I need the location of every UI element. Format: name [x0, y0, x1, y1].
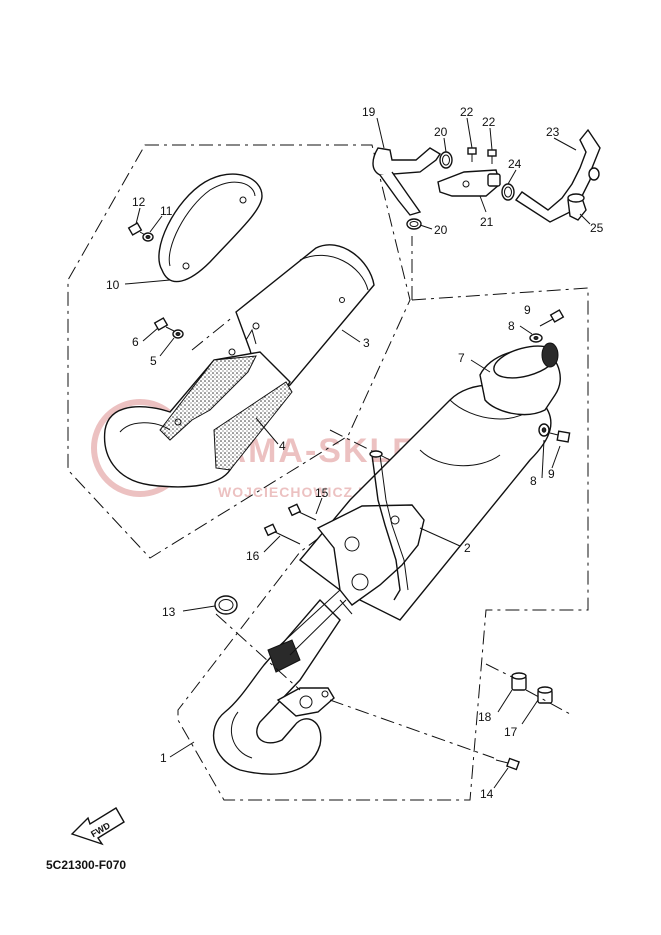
leader-lines	[124, 117, 591, 789]
part-22-screw-b[interactable]	[487, 149, 497, 164]
part-9-bolt-upper[interactable]	[539, 309, 565, 327]
part-12-bolt[interactable]	[127, 222, 148, 237]
part-23-pipe[interactable]	[514, 128, 601, 223]
part-10-cover[interactable]	[158, 173, 263, 283]
callout-13: 13	[162, 605, 176, 619]
part-18-collar[interactable]	[511, 672, 527, 691]
callout-18: 18	[478, 710, 492, 724]
callout-1: 1	[160, 751, 167, 765]
part-6-bolt[interactable]	[153, 317, 175, 332]
callout-9-upper: 9	[524, 303, 531, 317]
breather-pipe-inner	[379, 454, 409, 591]
muffler-group-outline	[177, 287, 589, 801]
callout-14: 14	[480, 787, 494, 801]
part-24-clamp[interactable]	[501, 183, 515, 201]
callout-22-a: 22	[460, 105, 474, 119]
callout-9-lower: 9	[548, 467, 555, 481]
callout-23: 23	[546, 125, 560, 139]
diagram-code: 5C21300-F070	[46, 858, 127, 872]
muffler-bracket[interactable]	[316, 504, 425, 615]
part-21-reed-valve[interactable]	[437, 169, 501, 197]
part-9-bolt-lower[interactable]	[549, 430, 571, 443]
callout-8-upper: 8	[508, 319, 515, 333]
part-17-collar[interactable]	[537, 686, 553, 704]
callout-3: 3	[363, 336, 370, 350]
part-4-protector-inner[interactable]	[103, 348, 293, 488]
breather-pipe-end	[369, 450, 383, 458]
part-22-screw-a[interactable]	[467, 147, 477, 162]
exhaust-flange[interactable]	[276, 687, 335, 717]
part-8-washer-lower[interactable]	[538, 423, 550, 437]
part-2-muffler[interactable]	[298, 384, 552, 621]
callout-24: 24	[508, 157, 522, 171]
breather-pipe	[371, 454, 401, 601]
callout-5: 5	[150, 354, 157, 368]
callout-15: 15	[315, 486, 329, 500]
part-19-hose[interactable]	[372, 147, 441, 216]
callout-10: 10	[106, 278, 120, 292]
callout-4: 4	[279, 439, 286, 453]
callout-12: 12	[132, 195, 146, 209]
fwd-arrow-icon: FWD	[70, 807, 125, 846]
part-8-washer-upper[interactable]	[529, 333, 543, 343]
callout-19: 19	[362, 105, 376, 119]
part-14-bolt[interactable]	[495, 757, 520, 771]
part-25-cap[interactable]	[567, 193, 587, 221]
part-11-washer[interactable]	[142, 232, 154, 242]
callout-11: 11	[160, 204, 173, 218]
callouts: 19 20 22 22 23 24 21 20 25 12 11 10 6 5 …	[106, 105, 604, 801]
part-15-bolt[interactable]	[287, 503, 317, 521]
part-7-end-cap[interactable]	[479, 340, 561, 416]
callout-2: 2	[464, 541, 471, 555]
callout-25: 25	[590, 221, 604, 235]
callout-8-lower: 8	[530, 474, 537, 488]
callout-6: 6	[132, 335, 139, 349]
part-16-bolt[interactable]	[263, 523, 301, 545]
part-20-clamp-lower[interactable]	[406, 218, 422, 230]
callout-20-lower: 20	[434, 223, 448, 237]
part-13-gasket[interactable]	[214, 595, 238, 615]
callout-7: 7	[458, 351, 465, 365]
part-20-clamp-upper[interactable]	[439, 151, 453, 169]
part-5-washer[interactable]	[172, 329, 184, 339]
callout-21: 21	[480, 215, 494, 229]
callout-16: 16	[246, 549, 260, 563]
part-1-exhaust-pipe[interactable]	[212, 589, 347, 775]
callout-22-b: 22	[482, 115, 496, 129]
callout-17: 17	[504, 725, 518, 739]
callout-20-upper: 20	[434, 125, 448, 139]
